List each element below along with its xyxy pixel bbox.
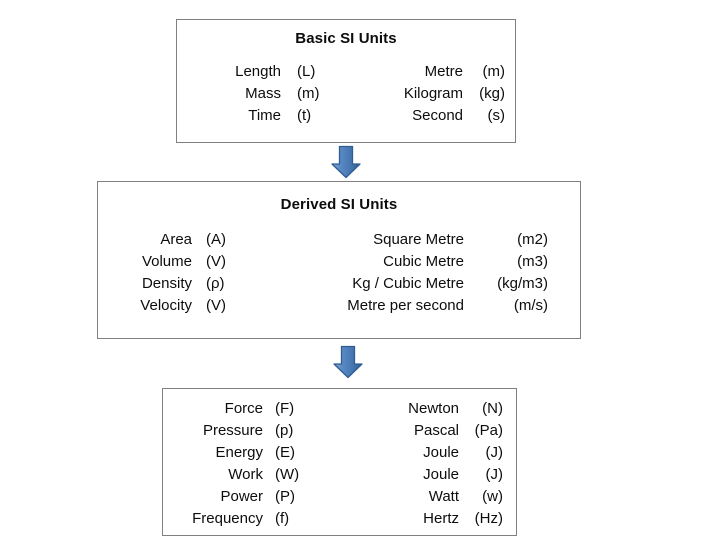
unit-abbr: (w)	[482, 488, 503, 506]
quantity-name: Area	[160, 231, 192, 248]
quantity-symbol: (E)	[275, 444, 295, 462]
unit-name: Cubic Metre	[383, 253, 464, 271]
basic-si-units-rows: Length (L) Metre (m) Mass (m) Kilogram (…	[177, 61, 515, 127]
unit-name: Kg / Cubic Metre	[352, 275, 464, 293]
quantity-name: Time	[248, 107, 281, 125]
quantity-symbol: (P)	[275, 488, 295, 506]
table-row: Density (ρ) Kg / Cubic Metre (kg/m3)	[116, 273, 580, 295]
basic-si-units-title: Basic SI Units	[295, 30, 397, 47]
table-row: Length (L) Metre (m)	[207, 61, 515, 83]
derived-si-units-rows: Area (A) Square Metre (m2) Volume (V) Cu…	[98, 229, 580, 317]
quantity-symbol: (m)	[297, 85, 320, 103]
unit-name: Second	[412, 107, 463, 125]
derived-si-units-box: Derived SI Units Area (A) Square Metre (…	[97, 181, 581, 339]
table-row: Force (F) Newton (N)	[177, 398, 516, 420]
quantity-name: Force	[224, 400, 263, 417]
unit-abbr: (J)	[485, 466, 504, 484]
quantity-symbol: (ρ)	[206, 275, 225, 293]
quantity-symbol: (t)	[297, 107, 312, 125]
basic-si-units-box: Basic SI Units Length (L) Metre (m) Mass…	[176, 19, 516, 143]
table-row: Volume (V) Cubic Metre (m3)	[116, 251, 580, 273]
quantity-name: Work	[228, 466, 263, 484]
quantity-name: Volume	[141, 253, 192, 271]
unit-abbr: (s)	[487, 107, 506, 125]
quantity-name: Density	[141, 275, 192, 293]
unit-abbr: (Hz)	[474, 510, 503, 528]
quantity-symbol: (f)	[275, 510, 290, 528]
quantity-symbol: (F)	[275, 400, 295, 417]
unit-name: Metre	[424, 63, 463, 80]
unit-abbr: (m3)	[517, 253, 548, 271]
quantity-symbol: (A)	[206, 231, 226, 248]
table-row: Velocity (V) Metre per second (m/s)	[116, 295, 580, 317]
quantity-name: Mass	[245, 85, 281, 103]
down-arrow-icon	[331, 345, 365, 379]
quantity-name: Length	[235, 63, 281, 80]
quantity-name: Pressure	[202, 422, 263, 440]
quantity-name: Frequency	[192, 510, 263, 528]
unit-abbr: (J)	[485, 444, 504, 462]
unit-abbr: (m/s)	[513, 297, 548, 315]
unit-name: Kilogram	[403, 85, 463, 103]
quantity-name: Power	[220, 488, 263, 506]
quantity-symbol: (p)	[275, 422, 294, 440]
table-row: Power (P) Watt (w)	[177, 486, 516, 508]
table-row: Pressure (p) Pascal (Pa)	[177, 420, 516, 442]
unit-name: Square Metre	[373, 231, 464, 248]
other-si-units-box: Force (F) Newton (N) Pressure (p) Pascal…	[162, 388, 517, 536]
quantity-symbol: (W)	[275, 466, 300, 484]
unit-name: Pascal	[413, 422, 459, 440]
quantity-symbol: (V)	[206, 297, 226, 315]
other-si-units-rows: Force (F) Newton (N) Pressure (p) Pascal…	[163, 398, 516, 530]
derived-si-units-title: Derived SI Units	[280, 196, 398, 213]
down-arrow-icon	[329, 145, 363, 179]
quantity-name: Velocity	[140, 297, 192, 315]
quantity-symbol: (V)	[206, 253, 226, 271]
table-row: Energy (E) Joule (J)	[177, 442, 516, 464]
table-row: Mass (m) Kilogram (kg)	[207, 83, 515, 105]
unit-name: Newton	[408, 400, 459, 417]
quantity-symbol: (L)	[297, 63, 316, 80]
unit-name: Joule	[423, 466, 459, 484]
unit-name: Hertz	[423, 510, 459, 528]
unit-name: Joule	[423, 444, 459, 462]
unit-abbr: (m)	[482, 63, 506, 80]
unit-abbr: (N)	[482, 400, 503, 417]
unit-abbr: (kg/m3)	[497, 275, 548, 293]
table-row: Time (t) Second (s)	[207, 105, 515, 127]
unit-name: Watt	[428, 488, 459, 506]
table-row: Work (W) Joule (J)	[177, 464, 516, 486]
unit-abbr: (m2)	[517, 231, 548, 248]
unit-name: Metre per second	[347, 297, 464, 315]
quantity-name: Energy	[215, 444, 263, 462]
unit-abbr: (kg)	[479, 85, 505, 103]
table-row: Area (A) Square Metre (m2)	[116, 229, 580, 251]
unit-abbr: (Pa)	[474, 422, 503, 440]
table-row: Frequency (f) Hertz (Hz)	[177, 508, 516, 530]
